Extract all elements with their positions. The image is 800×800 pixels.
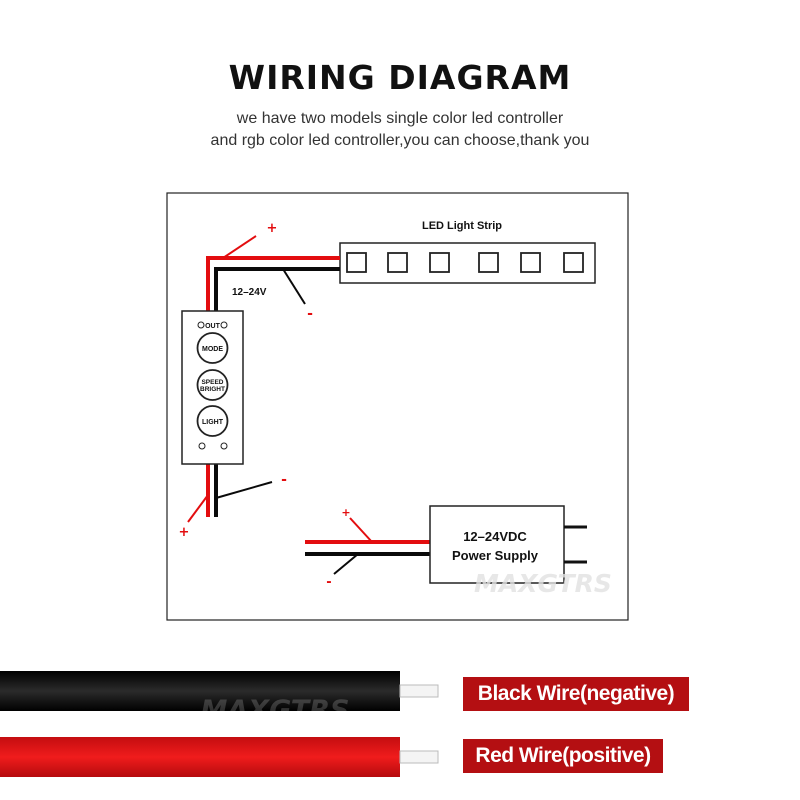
lower-wires xyxy=(187,464,273,523)
power-input-wires xyxy=(305,517,430,575)
bright-button-label: BRIGHT xyxy=(200,386,225,393)
voltage-label: 12–24V xyxy=(232,287,267,298)
led-chip xyxy=(346,252,367,273)
led-chip xyxy=(563,252,584,273)
led-strip-label: LED Light Strip xyxy=(422,220,502,232)
input-terminal-icon xyxy=(198,442,206,450)
power-supply-label: Power Supply xyxy=(452,548,539,563)
led-chip xyxy=(520,252,541,273)
led-strip xyxy=(339,242,596,284)
speed-bright-button xyxy=(196,369,229,401)
input-terminal-icon xyxy=(220,442,228,450)
legend-watermark: MAXGTRS xyxy=(201,695,350,726)
power-supply xyxy=(429,505,587,584)
diagram-watermark: MAXGTRS xyxy=(474,569,612,598)
red-wire-sample xyxy=(0,737,439,777)
upper-minus-sign: - xyxy=(307,306,313,322)
power-supply-voltage: 12–24VDC xyxy=(463,529,527,544)
red-wire-label: Red Wire(positive) xyxy=(463,739,663,773)
page-subtitle: we have two models single color led cont… xyxy=(0,108,800,152)
led-chip xyxy=(429,252,450,273)
lower-plus-sign: + xyxy=(179,525,190,540)
page-title: WIRING DIAGRAM xyxy=(228,58,572,97)
speed-button-label: SPEED xyxy=(201,379,223,386)
upper-plus-sign: + xyxy=(267,221,278,236)
power-plus-sign: + xyxy=(341,506,350,519)
mode-button-label: MODE xyxy=(202,346,223,353)
controller-out-label: OUT xyxy=(205,323,221,330)
subtitle-line-1: we have two models single color led cont… xyxy=(236,110,564,127)
light-button-label: LIGHT xyxy=(202,419,224,426)
light-button xyxy=(196,405,229,437)
led-controller: OUT MODE SPEED BRIGHT LIGHT xyxy=(181,310,244,465)
mode-button xyxy=(196,332,229,364)
subtitle-line-2: and rgb color led controller,you can cho… xyxy=(210,132,590,149)
upper-wires xyxy=(206,235,340,312)
led-chip xyxy=(387,252,408,273)
black-wire-label: Black Wire(negative) xyxy=(463,677,689,711)
output-terminal-icon xyxy=(220,321,228,329)
lower-minus-sign: - xyxy=(281,472,287,488)
led-chip xyxy=(478,252,499,273)
black-wire-sample xyxy=(0,671,439,711)
power-minus-sign: - xyxy=(326,575,331,590)
output-terminal-icon xyxy=(197,321,205,329)
